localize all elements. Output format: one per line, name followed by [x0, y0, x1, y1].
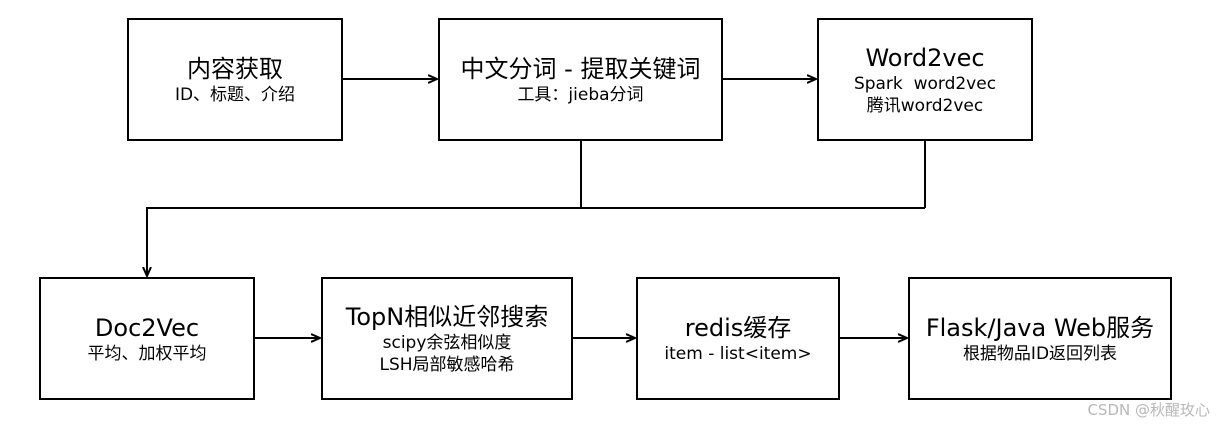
node-web-service: Flask/Java Web服务 根据物品ID返回列表 [908, 277, 1172, 400]
node-title: Flask/Java Web服务 [925, 313, 1155, 342]
node-doc2vec: Doc2Vec 平均、加权平均 [39, 277, 255, 400]
node-line: 根据物品ID返回列表 [962, 343, 1118, 364]
node-line: scipy余弦相似度 [382, 332, 512, 353]
node-line: 工具：jieba分词 [517, 84, 644, 105]
node-line: ID、标题、介绍 [174, 84, 296, 105]
node-line: 平均、加权平均 [87, 343, 207, 364]
arrow-merge-to-doc2vec [147, 207, 925, 276]
node-line: item - list<item> [664, 343, 812, 364]
node-title: Word2vec [865, 43, 985, 72]
node-line: Spark word2vec [853, 73, 997, 94]
node-title: Doc2Vec [94, 313, 200, 342]
node-title: 中文分词 - 提取关键词 [460, 54, 701, 83]
node-title: TopN相似近邻搜索 [345, 302, 549, 331]
node-line: 腾讯word2vec [866, 95, 984, 116]
node-title: 内容获取 [187, 54, 283, 83]
node-content-fetch: 内容获取 ID、标题、介绍 [127, 18, 343, 141]
node-title: redis缓存 [684, 313, 792, 342]
node-line: LSH局部敏感哈希 [379, 354, 515, 375]
node-redis-cache: redis缓存 item - list<item> [636, 277, 840, 400]
node-chinese-segmentation: 中文分词 - 提取关键词 工具：jieba分词 [438, 18, 723, 141]
node-word2vec: Word2vec Spark word2vec 腾讯word2vec [817, 18, 1033, 141]
watermark: CSDN @秋醒玫心 [1087, 401, 1210, 419]
node-topn-search: TopN相似近邻搜索 scipy余弦相似度 LSH局部敏感哈希 [321, 277, 573, 400]
